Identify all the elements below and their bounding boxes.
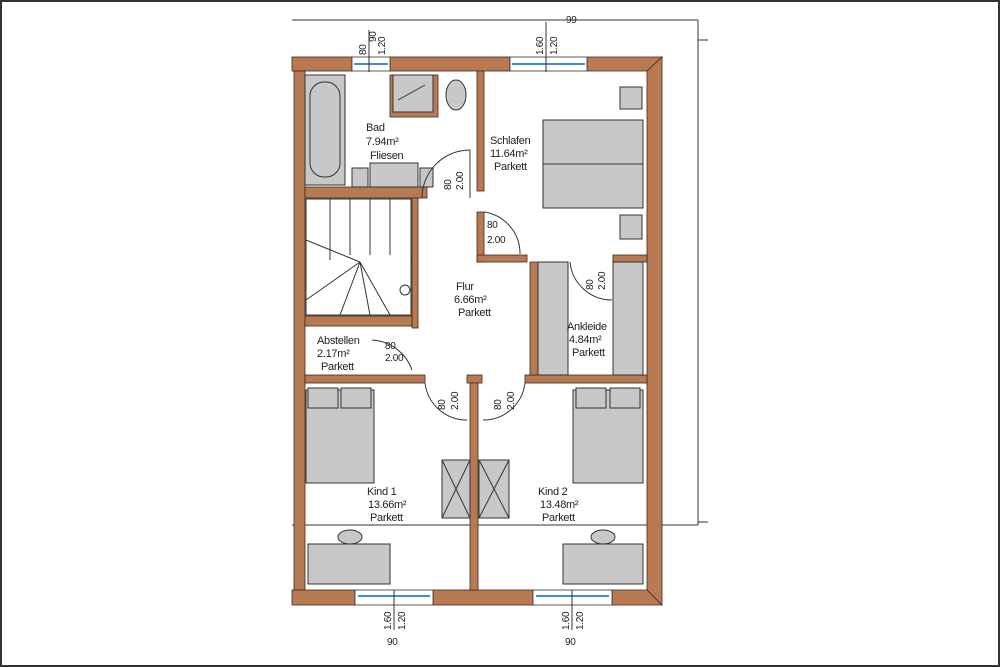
window-height-label: 1.20 (397, 611, 408, 630)
window-width-label: 1.60 (535, 36, 546, 55)
door-height-label: 2.00 (506, 391, 517, 410)
room-label-text: Parkett (542, 512, 575, 524)
dimension-lines (292, 19, 708, 526)
bed-kind-1 (305, 387, 375, 484)
room-label-text: 7.94m² (366, 136, 399, 148)
window-bottom-left: 1.60 1.20 90 (354, 589, 434, 648)
room-label-text: 4.84m² (569, 334, 602, 346)
door-height-label: 2.00 (385, 353, 404, 364)
room-label-text: 11.64m² (490, 148, 528, 160)
room-label-kind-2: Kind 2 13.48m² Parkett (538, 486, 579, 524)
room-label-text: 6.66m² (454, 294, 487, 306)
door-kind-2: 80 2.00 (482, 382, 526, 421)
room-label-text: Parkett (370, 512, 403, 524)
door-height-label: 2.00 (450, 391, 461, 410)
door-width-label: 80 (585, 279, 596, 290)
room-label-abstellen: Abstellen 2.17m² Parkett (317, 335, 360, 373)
door-abstellen: 80 2.00 (371, 339, 413, 371)
room-label-text: Kind 1 (367, 486, 397, 498)
window-height-label: 1.20 (377, 36, 388, 55)
bed-kind-2 (572, 387, 644, 484)
window-sill-label: 99 (566, 15, 577, 26)
desk-kind-1 (307, 529, 391, 585)
wardrobe-ankleide (537, 261, 644, 376)
room-label-text: Abstellen (317, 335, 360, 347)
outer-walls (291, 56, 664, 606)
shower (389, 74, 439, 118)
staircase (305, 198, 412, 316)
toilet (445, 79, 467, 111)
window-height-label: 1.20 (549, 36, 560, 55)
room-label-schlafen: Schlafen 11.64m² Parkett (490, 135, 531, 173)
door-height-label: 2.00 (455, 171, 466, 190)
room-label-text: 13.48m² (540, 499, 579, 511)
window-top-left: 80 90 1.20 (351, 30, 391, 72)
window-width-label: 80 (358, 44, 369, 55)
room-label-text: Ankleide (567, 321, 607, 333)
double-bed-schlafen (542, 86, 644, 240)
window-width-label: 1.60 (383, 611, 394, 630)
window-sill-label: 90 (565, 637, 576, 648)
bathtub (304, 74, 346, 186)
room-label-text: Bad (366, 122, 385, 134)
room-label-text: Fliesen (370, 150, 404, 162)
room-label-text: Schlafen (490, 135, 531, 147)
room-label-kind-1: Kind 1 13.66m² Parkett (367, 486, 407, 524)
door-width-label: 80 (385, 341, 396, 352)
door-ankleide: 80 2.00 (569, 261, 613, 301)
door-kind-1: 80 2.00 (424, 382, 468, 421)
room-label-ankleide: Ankleide 4.84m² Parkett (567, 321, 607, 359)
door-schlafen: 80 2.00 (483, 211, 521, 255)
room-label-text: Kind 2 (538, 486, 568, 498)
window-sill-label: 90 (368, 31, 379, 42)
door-width-label: 80 (487, 220, 498, 231)
desk-kind-2 (562, 529, 644, 585)
window-width-label: 1.60 (561, 611, 572, 630)
door-bad: 80 2.00 (421, 149, 471, 199)
room-label-text: Parkett (572, 347, 605, 359)
room-label-text: 13.66m² (368, 499, 407, 511)
room-label-text: Parkett (321, 361, 354, 373)
door-width-label: 80 (443, 179, 454, 190)
door-height-label: 2.00 (597, 271, 608, 290)
room-label-flur: Flur 6.66m² Parkett (454, 281, 491, 319)
window-bottom-right: 1.60 1.20 90 (532, 589, 613, 648)
room-label-text: Flur (456, 281, 474, 293)
room-label-text: 2.17m² (317, 348, 350, 360)
room-label-text: Parkett (458, 307, 491, 319)
window-sill-label: 90 (387, 637, 398, 648)
window-height-label: 1.20 (575, 611, 586, 630)
window-top-right: 99 1.60 1.20 (509, 15, 588, 72)
door-height-label: 2.00 (487, 235, 506, 246)
washbasin (351, 162, 434, 188)
room-label-text: Parkett (494, 161, 527, 173)
door-width-label: 80 (493, 399, 504, 410)
door-width-label: 80 (437, 399, 448, 410)
wardrobes-middle (441, 459, 510, 519)
room-label-bad: Bad 7.94m² Fliesen (366, 122, 404, 162)
